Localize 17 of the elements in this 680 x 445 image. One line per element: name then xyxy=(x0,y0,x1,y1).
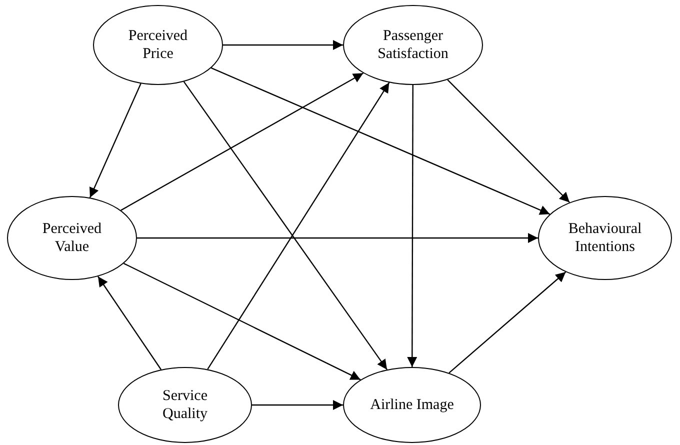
arrow xyxy=(98,276,162,370)
arrow xyxy=(123,262,361,380)
arrow xyxy=(447,79,570,203)
node-label: Perceived Value xyxy=(41,220,103,256)
node-label: Perceived Price xyxy=(127,27,189,63)
node-label: Behavioural Intentions xyxy=(567,220,643,256)
arrow xyxy=(448,272,566,374)
arrow xyxy=(210,67,550,215)
arrow xyxy=(407,85,418,367)
node-label: Passenger Satisfaction xyxy=(376,27,450,63)
arrow xyxy=(120,72,364,211)
arrow xyxy=(89,83,142,198)
node-label: Airline Image xyxy=(370,396,454,414)
arrow xyxy=(137,233,538,243)
arrow xyxy=(252,400,343,410)
node-label: Service Quality xyxy=(162,387,208,423)
arrow xyxy=(223,40,343,50)
